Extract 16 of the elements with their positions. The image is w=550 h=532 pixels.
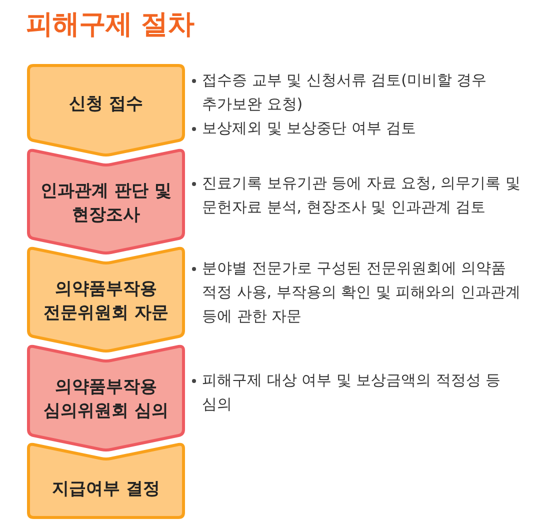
step-label: 지급여부 결정 xyxy=(52,478,160,500)
step-description: 피해구제 대상 여부 및 보상금액의 적정성 등 심의 xyxy=(202,370,502,415)
chevron-step xyxy=(27,344,185,452)
diagram-title: 피해구제 절차 xyxy=(26,8,194,42)
step-label: 의약품부작용 전문위원회 자문 xyxy=(42,278,170,324)
chevron-step xyxy=(27,64,185,157)
step-label: 의약품부작용 심의위원회 심의 xyxy=(42,376,170,423)
step-description: 보상제외 및 보상중단 여부 검토 xyxy=(202,118,418,139)
step-description: 접수증 교부 및 신청서류 검토(미비할 경우 추가보완 요청) xyxy=(202,70,488,115)
step-description: 분야별 전문가로 구성된 전문위원회에 의약품 적정 사용, 부작용의 확인 및 피해와의 인과관계 등에 관한 자문 xyxy=(202,258,522,327)
step-description: 진료기록 보유기관 등에 자료 요청, 의무기록 및 문헌자료 분석, 현장조사 및 인과관계 검토 xyxy=(202,173,522,218)
chevron-step xyxy=(27,148,185,255)
chevron-step xyxy=(27,246,185,353)
step-label: 인과관계 판단 및 현장조사 xyxy=(40,180,172,226)
chevron-step xyxy=(27,442,185,519)
step-label: 신청 접수 xyxy=(69,92,143,116)
